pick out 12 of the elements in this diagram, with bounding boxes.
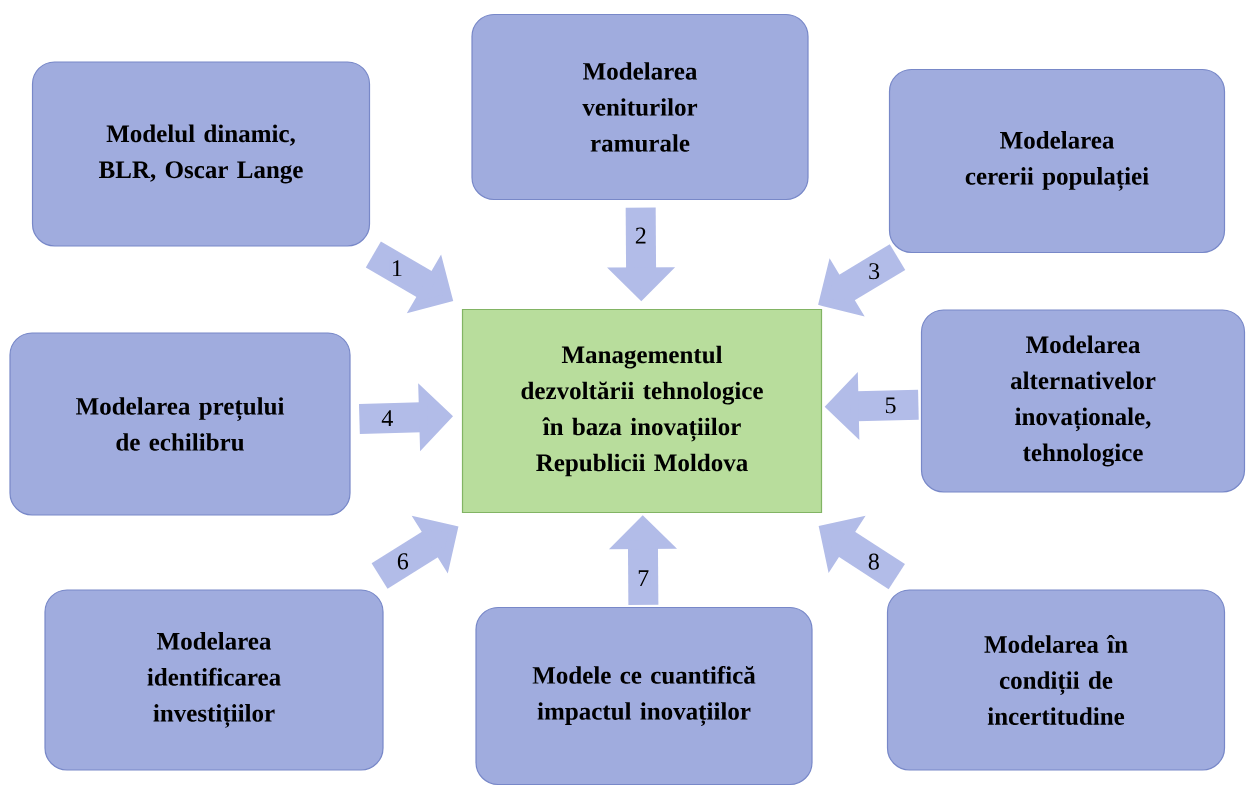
central-box: Managementul dezvoltării tehnologice în baza inovațiilor Republicii Moldova <box>461 308 823 514</box>
edge-label: 3 <box>867 262 882 281</box>
model-box: Modelarea veniturilor ramurale <box>471 13 809 201</box>
model-box: Modelarea identificarea investițiilor <box>44 589 384 771</box>
model-box: Modele ce cuantifică impactul inovațiilor <box>475 606 813 786</box>
model-box: Modelarea în condiții de incertitudine <box>886 589 1226 771</box>
model-box: Modelarea alternativelor inovaționale, tehnologice <box>920 309 1246 493</box>
edge-label: 7 <box>636 569 651 588</box>
edge-label: 4 <box>380 409 395 428</box>
model-box: Modelarea prețului de echilibru <box>9 332 351 516</box>
model-box: Modelul dinamic, BLR, Oscar Lange <box>31 61 371 247</box>
model-box: Modelarea cererii populației <box>888 68 1226 254</box>
